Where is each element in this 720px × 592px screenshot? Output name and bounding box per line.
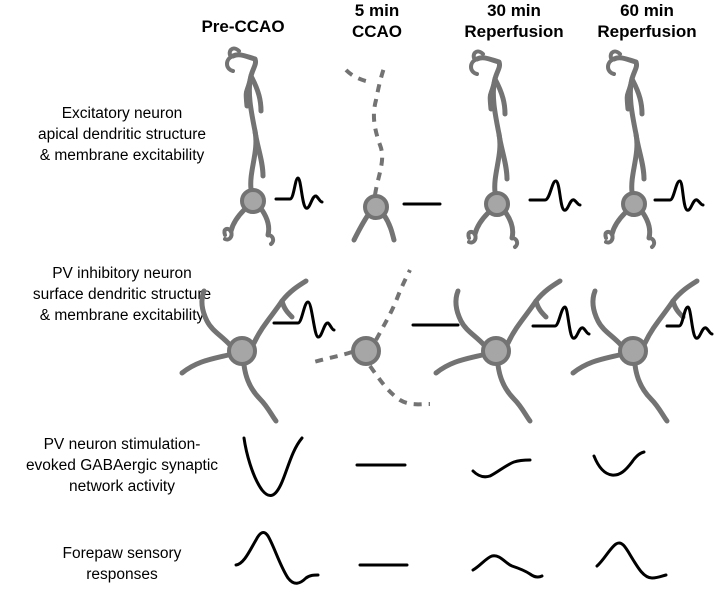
ap-trace-pv-pre (272, 300, 336, 339)
ap-trace-pv-60min (665, 305, 714, 340)
column-header-line: Reperfusion (597, 22, 697, 41)
row-label-line: PV inhibitory neuron (52, 265, 192, 282)
pv-neuron-60min (573, 281, 697, 421)
column-header-line: 60 min (620, 1, 674, 20)
ap-trace-excitatory-60min (653, 179, 705, 212)
gaba-trace-pre (242, 436, 304, 498)
pv-neuron-pre (182, 281, 306, 421)
row-label-line: apical dendritic structure (38, 126, 206, 143)
column-header-5min-ccao: 5 min CCAO (302, 0, 452, 42)
row-label-line: network activity (69, 478, 175, 495)
pv-neuron-5min (313, 269, 431, 407)
column-header-line: 30 min (487, 1, 541, 20)
ap-trace-excitatory-30min (528, 179, 582, 212)
row-label-line: Excitatory neuron (61, 105, 183, 122)
excitatory-neuron-pre (224, 49, 273, 244)
forepaw-trace-60min (595, 541, 668, 580)
row-label-line: surface dendritic structure (32, 286, 212, 303)
column-header-line: CCAO (351, 22, 403, 41)
row-label-forepaw: Forepaw sensory responses (2, 543, 242, 585)
row-label-line: responses (86, 566, 158, 583)
row-label-line: Forepaw sensory (62, 545, 182, 562)
column-header-60min-reperfusion: 60 min Reperfusion (572, 0, 720, 42)
ap-trace-pv-30min (531, 305, 591, 340)
excitatory-neuron-30min (468, 52, 517, 247)
row-label-excitatory: Excitatory neuron apical dendritic struc… (2, 103, 242, 166)
column-header-line: 5 min (354, 1, 400, 20)
row-label-line: PV neuron stimulation- (43, 436, 201, 453)
excitatory-neuron-5min (344, 67, 397, 243)
pv-neuron-30min (436, 281, 560, 421)
row-label-line: evoked GABAergic synaptic (25, 457, 219, 474)
gaba-trace-60min (592, 450, 646, 477)
excitatory-neuron-60min (605, 52, 654, 247)
row-label-line: & membrane excitability (39, 147, 205, 164)
column-header-line: Reperfusion (464, 22, 564, 41)
forepaw-trace-30min (471, 554, 544, 579)
ap-trace-excitatory-pre (274, 176, 324, 210)
column-header-line: Pre-CCAO (201, 17, 285, 36)
row-label-pv-inhibitory: PV inhibitory neuron surface dendritic s… (2, 263, 242, 326)
column-header-pre-ccao: Pre-CCAO (168, 16, 318, 37)
row-label-line: & membrane excitability (39, 307, 205, 324)
row-label-gabaergic: PV neuron stimulation- evoked GABAergic … (2, 434, 242, 497)
gaba-trace-30min (471, 458, 532, 479)
column-header-30min-reperfusion: 30 min Reperfusion (439, 0, 589, 42)
forepaw-trace-pre (234, 531, 320, 585)
